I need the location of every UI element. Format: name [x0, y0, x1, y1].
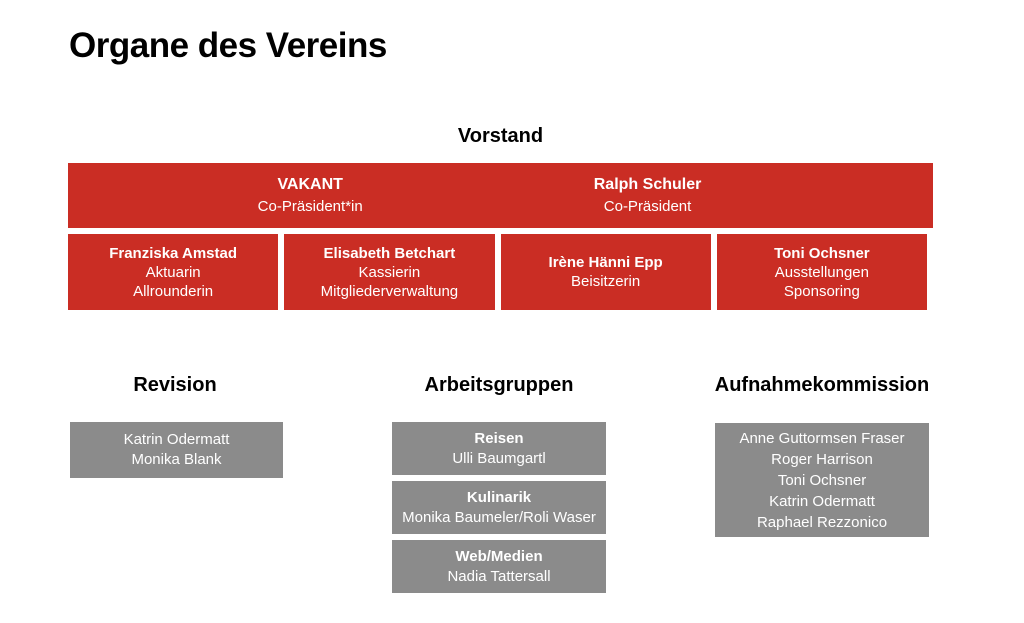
group-box-kulinarik: Kulinarik Monika Baumeler/Roli Waser	[392, 481, 606, 534]
section-heading-vorstand: Vorstand	[457, 125, 544, 147]
member-role: Sponsoring	[783, 282, 860, 300]
arbeitsgruppen-stack: Reisen Ulli Baumgartl Kulinarik Monika B…	[392, 422, 606, 593]
aufnahmekommission-member: Raphael Rezzonico	[756, 513, 888, 531]
member-name: Franziska Amstad	[109, 244, 238, 262]
revision-members-box: Katrin Odermatt Monika Blank	[70, 422, 283, 478]
section-heading-revision: Revision	[133, 374, 217, 396]
section-heading-aufnahmekommission: Aufnahmekommission	[714, 374, 930, 396]
revision-member: Monika Blank	[131, 451, 222, 468]
presidium-role: Co-Präsident*in	[257, 197, 363, 215]
member-name: Toni Ochsner	[774, 244, 870, 262]
member-box-toni-ochsner: Toni Ochsner Ausstellungen Sponsoring	[716, 234, 927, 310]
member-role: Kassierin	[358, 263, 421, 281]
page-title: Organe des Vereins	[69, 26, 387, 65]
group-title: Reisen	[474, 429, 524, 447]
member-role: Aktuarin	[145, 263, 201, 281]
member-box-irene-haenni-epp: Irène Hänni Epp Beisitzerin	[500, 234, 711, 310]
member-box-elisabeth-betchart: Elisabeth Betchart Kassierin Mitgliederv…	[284, 234, 495, 310]
aufnahmekommission-members-box: Anne Guttormsen Fraser Roger Harrison To…	[715, 423, 929, 537]
member-role: Allrounderin	[133, 282, 214, 300]
group-lead: Monika Baumeler/Roli Waser	[402, 508, 596, 526]
aufnahmekommission-member: Roger Harrison	[771, 450, 873, 468]
aufnahmekommission-member: Toni Ochsner	[777, 471, 867, 489]
group-box-reisen: Reisen Ulli Baumgartl	[392, 422, 606, 475]
group-title: Web/Medien	[455, 547, 543, 565]
group-box-web-medien: Web/Medien Nadia Tattersall	[392, 540, 606, 593]
member-role: Beisitzerin	[571, 273, 641, 290]
member-name: Irène Hänni Epp	[548, 254, 663, 271]
vorstand-presidium-box: VAKANT Co-Präsident*in Ralph Schuler Co-…	[68, 163, 933, 228]
group-lead: Nadia Tattersall	[447, 567, 551, 585]
member-role: Ausstellungen	[774, 263, 869, 281]
presidium-member-ralph-schuler: Ralph Schuler Co-Präsident	[518, 163, 778, 228]
member-name: Elisabeth Betchart	[323, 244, 456, 262]
member-role: Mitgliederverwaltung	[320, 282, 459, 300]
group-title: Kulinarik	[466, 488, 532, 506]
aufnahmekommission-member: Anne Guttormsen Fraser	[739, 429, 905, 447]
revision-member: Katrin Odermatt	[123, 431, 230, 448]
presidium-member-vakant: VAKANT Co-Präsident*in	[137, 163, 483, 228]
group-lead: Ulli Baumgartl	[452, 449, 546, 467]
presidium-name: Ralph Schuler	[593, 175, 702, 193]
vorstand-members-row: Franziska Amstad Aktuarin Allrounderin E…	[68, 234, 927, 310]
member-box-franziska-amstad: Franziska Amstad Aktuarin Allrounderin	[68, 234, 279, 310]
aufnahmekommission-member: Katrin Odermatt	[769, 492, 875, 510]
presidium-name: VAKANT	[277, 175, 343, 193]
presidium-role: Co-Präsident	[603, 197, 692, 215]
section-heading-arbeitsgruppen: Arbeitsgruppen	[424, 374, 574, 396]
